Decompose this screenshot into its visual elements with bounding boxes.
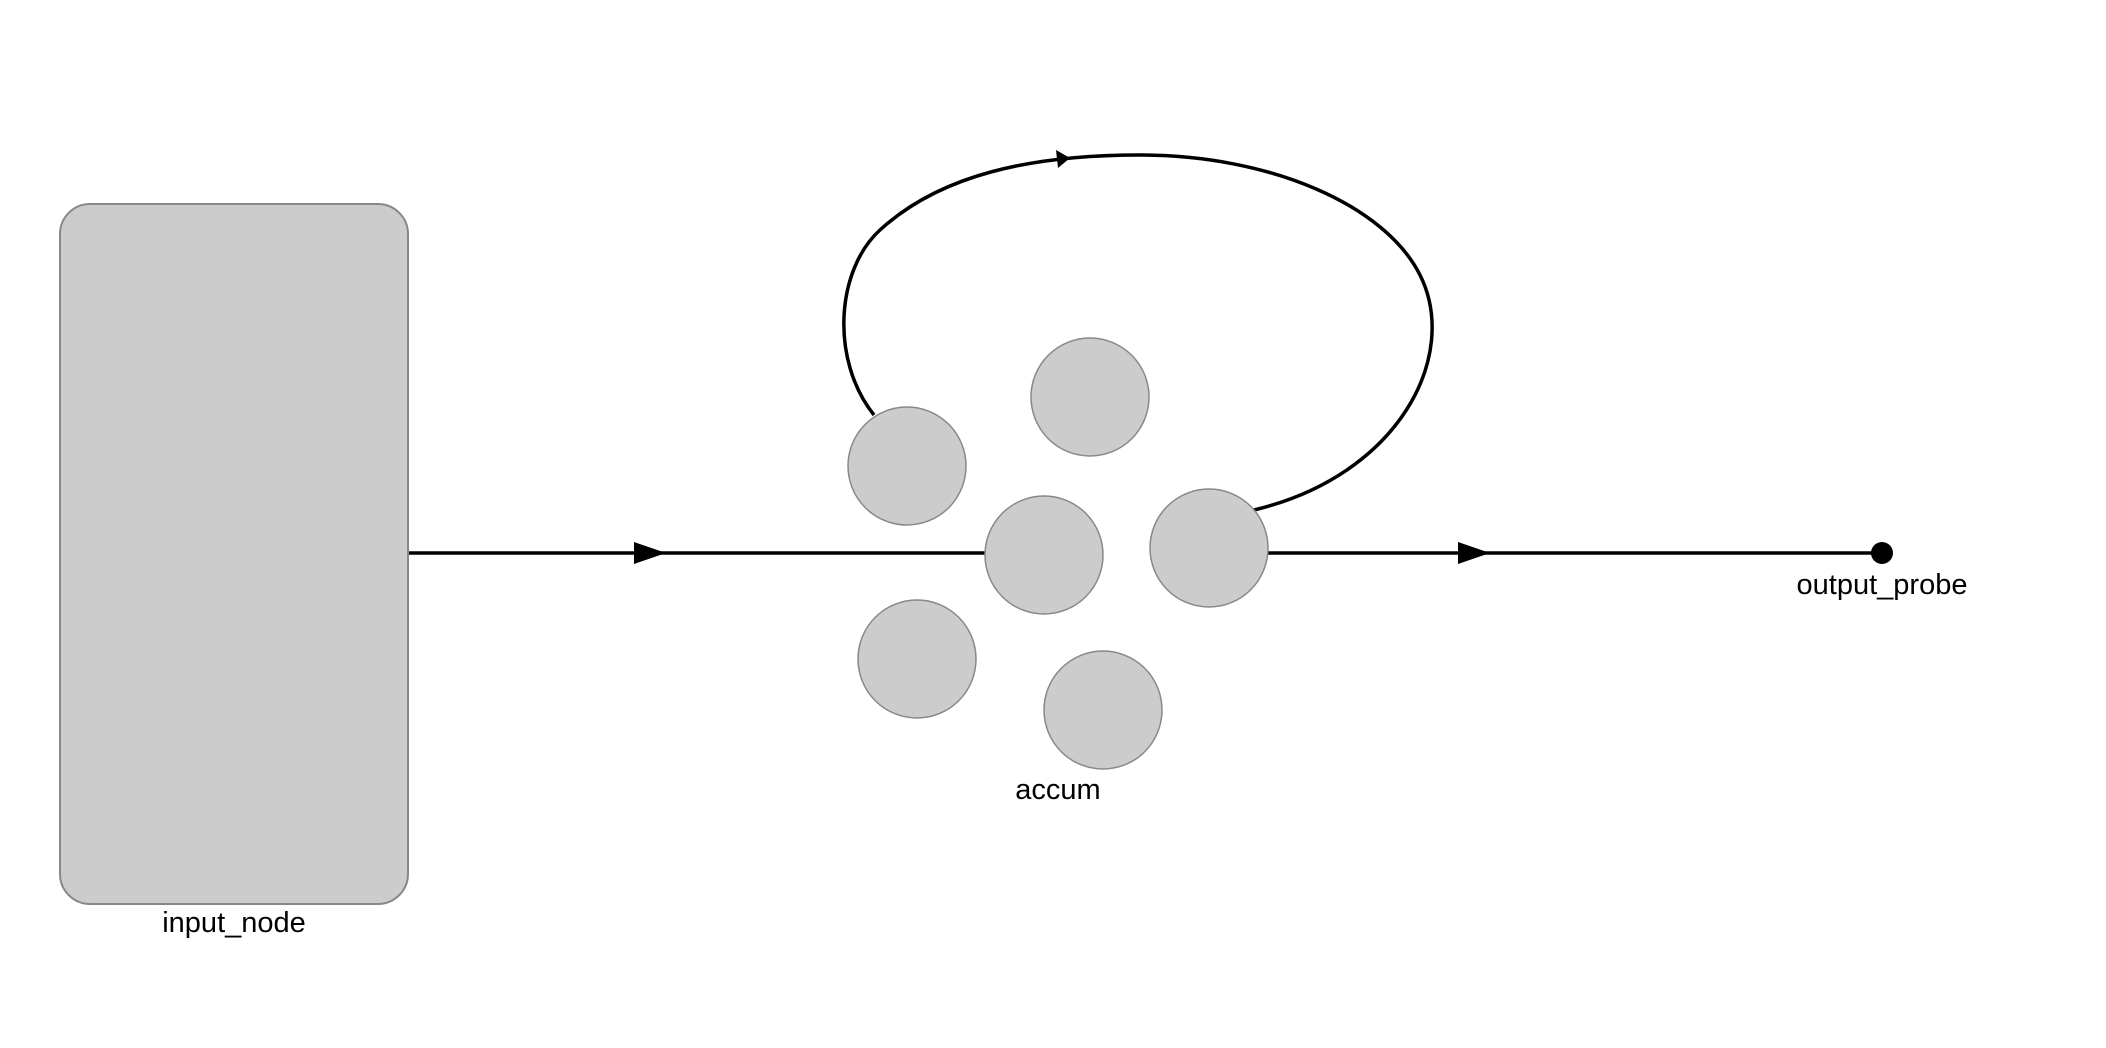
accum-neuron	[857, 599, 977, 719]
input-node-box[interactable]	[59, 203, 409, 905]
output-probe-label: output_probe	[1797, 569, 1968, 601]
accum-ensemble[interactable]	[847, 337, 1269, 770]
accum-neuron	[1043, 650, 1163, 770]
accum-neuron	[847, 406, 967, 526]
arrowhead-accum-to-probe	[1458, 542, 1490, 564]
arrowhead-input-to-accum	[634, 542, 666, 564]
arrowhead-accum-recurrent	[1056, 150, 1070, 168]
accum-neuron	[1149, 488, 1269, 608]
accum-label: accum	[1015, 774, 1100, 806]
output-probe-dot[interactable]	[1871, 542, 1893, 564]
connection-accum-recurrent	[842, 153, 1434, 512]
input-node-label: input_node	[162, 907, 306, 939]
accum-neuron	[1030, 337, 1150, 457]
accum-neuron	[984, 495, 1104, 615]
